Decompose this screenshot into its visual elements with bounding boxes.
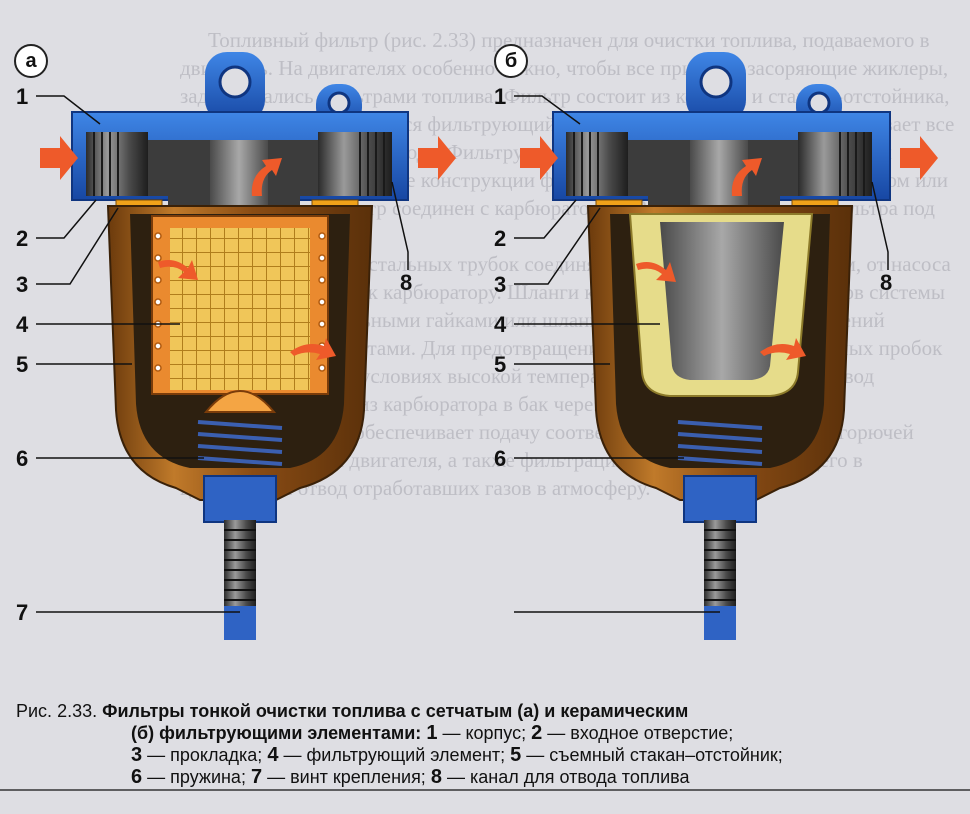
mounting-bolt-head (203, 475, 277, 523)
caption-item-text: канал для отвода топлива (469, 767, 690, 787)
flow-arrows (40, 136, 456, 360)
caption-title-line-1: Фильтры тонкой очистки топлива с сетчаты… (102, 701, 689, 721)
callout-b-3: 3 (494, 272, 507, 297)
caption-title-line-2: (б) фильтрующими элементами: (131, 723, 422, 743)
flow-arrows (520, 136, 938, 360)
caption-item-text: съемный стакан–отстойник; (549, 745, 783, 765)
callout-b-4: 4 (494, 312, 507, 337)
spring (197, 420, 283, 466)
caption-item-num: 7 (250, 766, 263, 788)
callout-a-3: 3 (16, 272, 29, 297)
caption-item-text: корпус; (465, 723, 527, 743)
callout-b-6: 6 (494, 446, 507, 471)
caption-item-num: 3 (131, 744, 143, 766)
caption-prefix: Рис. 2.33. (16, 701, 98, 721)
callout-leader-lines (36, 95, 889, 613)
callout-a-6: 6 (16, 446, 29, 471)
caption-item-num: 4 (267, 744, 279, 766)
callout-a-8: 8 (400, 270, 413, 295)
caption-item-text: прокладка; (170, 745, 263, 765)
callout-a-4: 4 (16, 312, 29, 337)
callout-a-2: 2 (16, 226, 29, 251)
outlet-port (318, 132, 392, 196)
callout-b-8: 8 (880, 270, 893, 295)
panel-label-b: б (494, 44, 528, 78)
caption-item-text: пружина; (170, 767, 246, 787)
callout-b-1: 1 (494, 84, 507, 109)
spring (677, 420, 763, 466)
callout-b-5: 5 (494, 352, 507, 377)
mounting-bolt-head (683, 475, 757, 523)
filter-ceramic-drawing (520, 52, 938, 640)
caption-item-num: 1 (426, 722, 438, 744)
caption-item-text: винт крепления; (290, 767, 426, 787)
callout-a-1: 1 (16, 84, 29, 109)
callout-a-7: 7 (16, 600, 29, 625)
caption-item-num: 6 (131, 766, 143, 788)
caption-item-num: 2 (531, 722, 543, 744)
filter-mesh-drawing (40, 52, 456, 640)
caption-item-num: 8 (430, 766, 442, 788)
caption-item-text: фильтрующий элемент; (306, 745, 506, 765)
callout-a-5: 5 (16, 352, 29, 377)
caption-item-num: 5 (510, 744, 522, 766)
caption-item-text: входное отверстие; (570, 723, 734, 743)
figure-caption: Рис. 2.33. Фильтры тонкой очистки топлив… (16, 701, 783, 788)
outlet-port (798, 132, 872, 196)
panel-label-a: а (14, 44, 48, 78)
callout-b-2: 2 (494, 226, 507, 251)
